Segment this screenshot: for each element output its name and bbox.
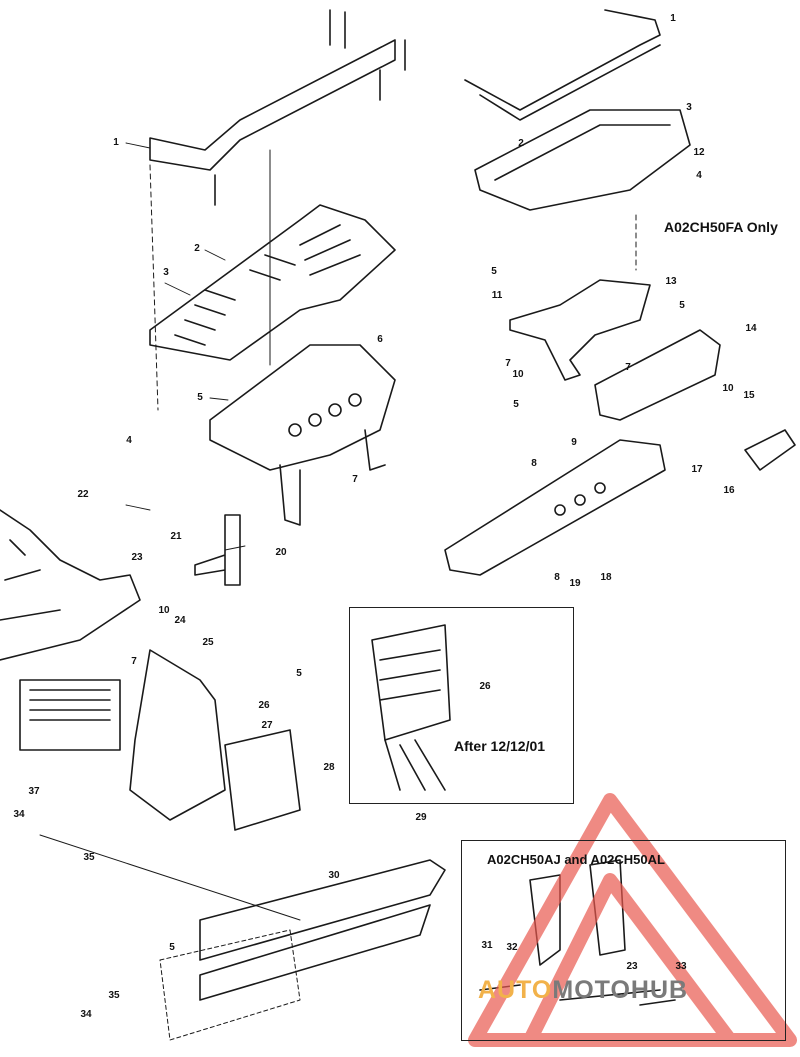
callout-c15: 15: [743, 390, 755, 401]
callout-c19: 19: [569, 578, 581, 589]
callout-c5a: 5: [197, 392, 203, 403]
bracket-13: [509, 279, 651, 381]
inset-after-frame: [349, 607, 574, 804]
callout-c7b: 7: [505, 358, 511, 369]
callout-c25: 25: [202, 637, 214, 648]
callout-c4b: 4: [696, 170, 702, 181]
frame-left: [0, 509, 141, 751]
callout-c5e: 5: [169, 942, 175, 953]
callout-c10a: 10: [512, 369, 524, 380]
callout-c34b: 34: [80, 1009, 92, 1020]
callout-c1a: 1: [113, 137, 119, 148]
callout-c34a: 34: [13, 809, 25, 820]
callout-c11: 11: [491, 290, 503, 301]
callout-c7c: 7: [625, 362, 631, 373]
callout-c3a: 3: [163, 267, 169, 278]
callout-c20: 20: [275, 547, 287, 558]
callout-c8a: 8: [531, 458, 537, 469]
callout-c13: 13: [665, 276, 677, 287]
rack-plate-main: [149, 204, 396, 361]
inset-aj-frame: [461, 840, 786, 1041]
callout-c9: 9: [571, 437, 577, 448]
callout-c5b: 5: [491, 266, 497, 277]
mount-plate-6: [209, 344, 396, 526]
callout-c35b: 35: [108, 990, 120, 1001]
callout-c23a: 23: [131, 552, 143, 563]
callout-c5d: 5: [513, 399, 519, 410]
callout-c26a: 26: [479, 681, 491, 692]
callout-c37: 37: [28, 786, 40, 797]
callout-c5f: 5: [296, 668, 302, 679]
callout-c35a: 35: [83, 852, 95, 863]
bumper-14: [594, 329, 721, 421]
callout-c5c: 5: [679, 300, 685, 311]
callout-c32: 32: [506, 942, 518, 953]
bumper-30: [199, 859, 446, 1001]
callout-c10c: 10: [158, 605, 170, 616]
callout-c21: 21: [170, 531, 182, 542]
callout-c23b: 23: [626, 961, 638, 972]
inset-after-part: [371, 624, 451, 741]
callout-c27: 27: [261, 720, 273, 731]
callout-c7a: 7: [352, 474, 358, 485]
callout-c16: 16: [723, 485, 735, 496]
bracket-20: [194, 514, 241, 586]
callout-c18: 18: [600, 572, 612, 583]
bracket-26: [129, 649, 226, 821]
callout-c30: 30: [328, 870, 340, 881]
callout-c4a: 4: [126, 435, 132, 446]
caption-after-date: After 12/12/01: [454, 738, 546, 754]
bumper-9: [444, 439, 666, 576]
rack-bar-fa: [464, 9, 661, 121]
callout-c22: 22: [77, 489, 89, 500]
callout-c6: 6: [377, 334, 383, 345]
callout-c2b: 2: [518, 138, 524, 149]
caption-aj-al: A02CH50AJ and A02CH50AL: [487, 852, 665, 867]
callout-c8b: 8: [554, 572, 560, 583]
callout-c33: 33: [675, 961, 687, 972]
callout-c10b: 10: [722, 383, 734, 394]
rack-plate-fa: [474, 109, 691, 211]
plate-16: [744, 429, 796, 471]
cover-28: [224, 729, 301, 831]
callout-c29: 29: [415, 812, 427, 823]
watermark-text-a: AUTO: [478, 976, 553, 1004]
callout-c12: 12: [693, 147, 705, 158]
callout-c24: 24: [174, 615, 186, 626]
callout-c3b: 3: [686, 102, 692, 113]
caption-fa-only: A02CH50FA Only: [664, 219, 778, 235]
callout-c31: 31: [481, 940, 493, 951]
callout-c7d: 7: [131, 656, 137, 667]
callout-c26b: 26: [258, 700, 270, 711]
callout-c14: 14: [745, 323, 757, 334]
rack-bar-main: [149, 9, 406, 411]
watermark-text-b: MOTOHUB: [552, 976, 689, 1004]
callout-c28: 28: [323, 762, 335, 773]
watermark-text: AUTOMOTOHUB: [478, 978, 688, 1003]
callout-c1b: 1: [670, 13, 676, 24]
callout-c17: 17: [691, 464, 703, 475]
callout-c2a: 2: [194, 243, 200, 254]
